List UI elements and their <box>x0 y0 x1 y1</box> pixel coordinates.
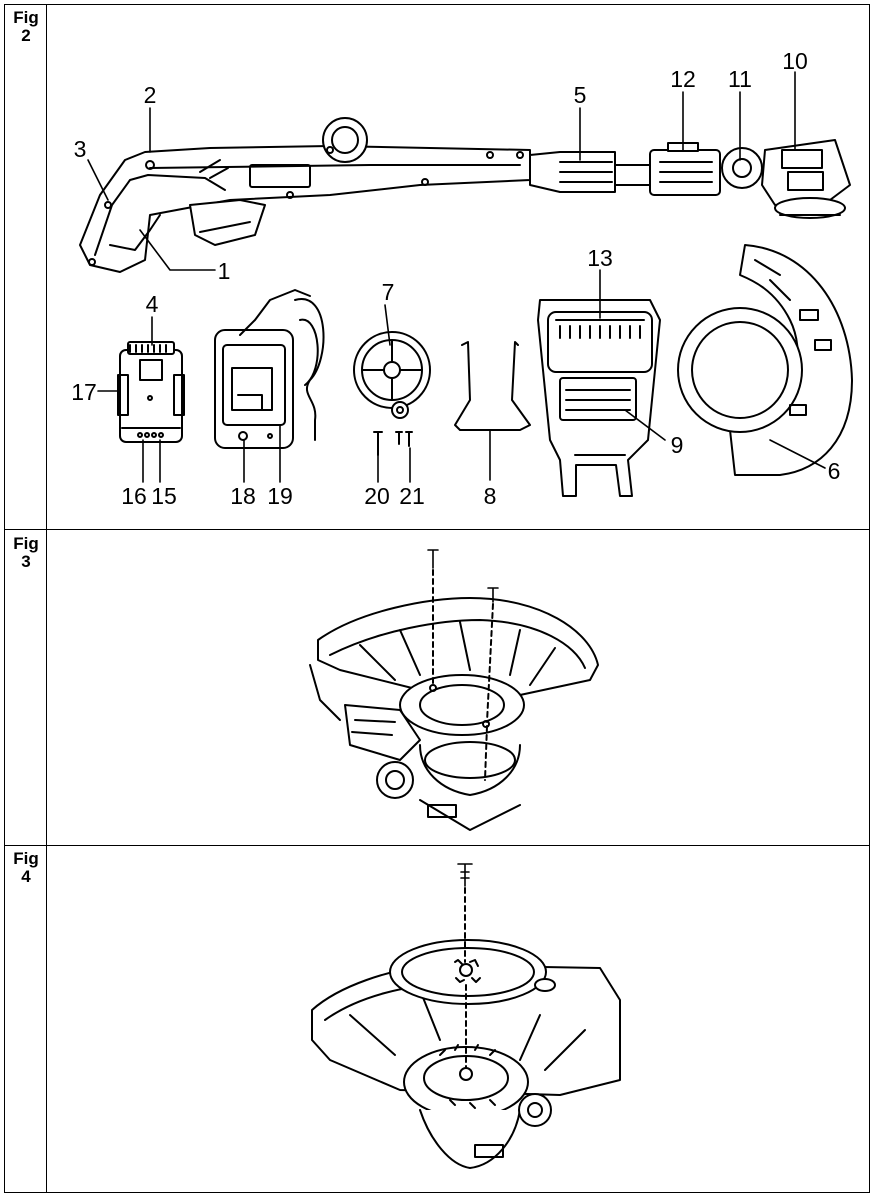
callout-leaders <box>87 71 826 483</box>
callout-15: 15 <box>151 483 177 509</box>
fig4-label-word: Fig <box>13 849 39 868</box>
fig2-label-word: Fig <box>13 8 39 27</box>
fig3-label-word: Fig <box>13 534 39 553</box>
callout-18: 18 <box>230 483 256 509</box>
row-divider-2 <box>4 845 870 846</box>
callout-19: 19 <box>267 483 293 509</box>
fig2-label: Fig 2 <box>6 9 46 45</box>
fig3-dashed-guides <box>432 569 494 781</box>
callout-12: 12 <box>670 66 696 92</box>
callout-16: 16 <box>121 483 147 509</box>
callout-8: 8 <box>484 483 497 509</box>
callout-11: 11 <box>728 66 752 92</box>
callout-1: 1 <box>218 258 231 284</box>
screws-illustration <box>373 431 413 456</box>
fig3-label-number: 3 <box>21 552 31 571</box>
callout-numbers: 2 3 1 5 12 11 10 4 17 16 15 18 19 7 20 2… <box>71 48 840 509</box>
fig4-assembly-illustration <box>311 939 621 1169</box>
figure-table <box>4 4 870 1193</box>
callout-10: 10 <box>782 48 808 74</box>
shaft-illustration <box>529 151 651 193</box>
callout-9: 9 <box>671 432 684 458</box>
column-divider <box>46 4 47 1193</box>
trimmer-handle-illustration <box>79 117 531 273</box>
fig3-screws <box>427 549 499 603</box>
callout-4: 4 <box>146 291 159 317</box>
auxiliary-handle-illustration <box>537 299 661 497</box>
callout-17: 17 <box>71 379 97 405</box>
charger-illustration <box>214 289 325 449</box>
row-divider-1 <box>4 529 870 530</box>
callout-21: 21 <box>399 483 425 509</box>
battery-illustration <box>117 341 185 443</box>
callout-3: 3 <box>74 136 87 162</box>
guard-illustration <box>677 244 853 476</box>
callout-20: 20 <box>364 483 390 509</box>
fig2-label-number: 2 <box>21 26 31 45</box>
fig4-screw <box>457 863 473 887</box>
motor-head-illustration <box>649 139 851 219</box>
spool-illustration <box>353 331 431 419</box>
fig3-guard-assembly-illustration <box>309 597 599 831</box>
fig3-label: Fig 3 <box>6 535 46 571</box>
callout-7: 7 <box>382 279 395 305</box>
callout-13: 13 <box>587 245 613 271</box>
wire-guard-illustration <box>454 341 531 431</box>
callout-2: 2 <box>144 82 157 108</box>
fig4-label: Fig 4 <box>6 850 46 886</box>
fig4-dashed-guide <box>464 887 467 1069</box>
callout-5: 5 <box>574 82 587 108</box>
callout-6: 6 <box>828 458 841 484</box>
fig4-label-number: 4 <box>21 867 31 886</box>
